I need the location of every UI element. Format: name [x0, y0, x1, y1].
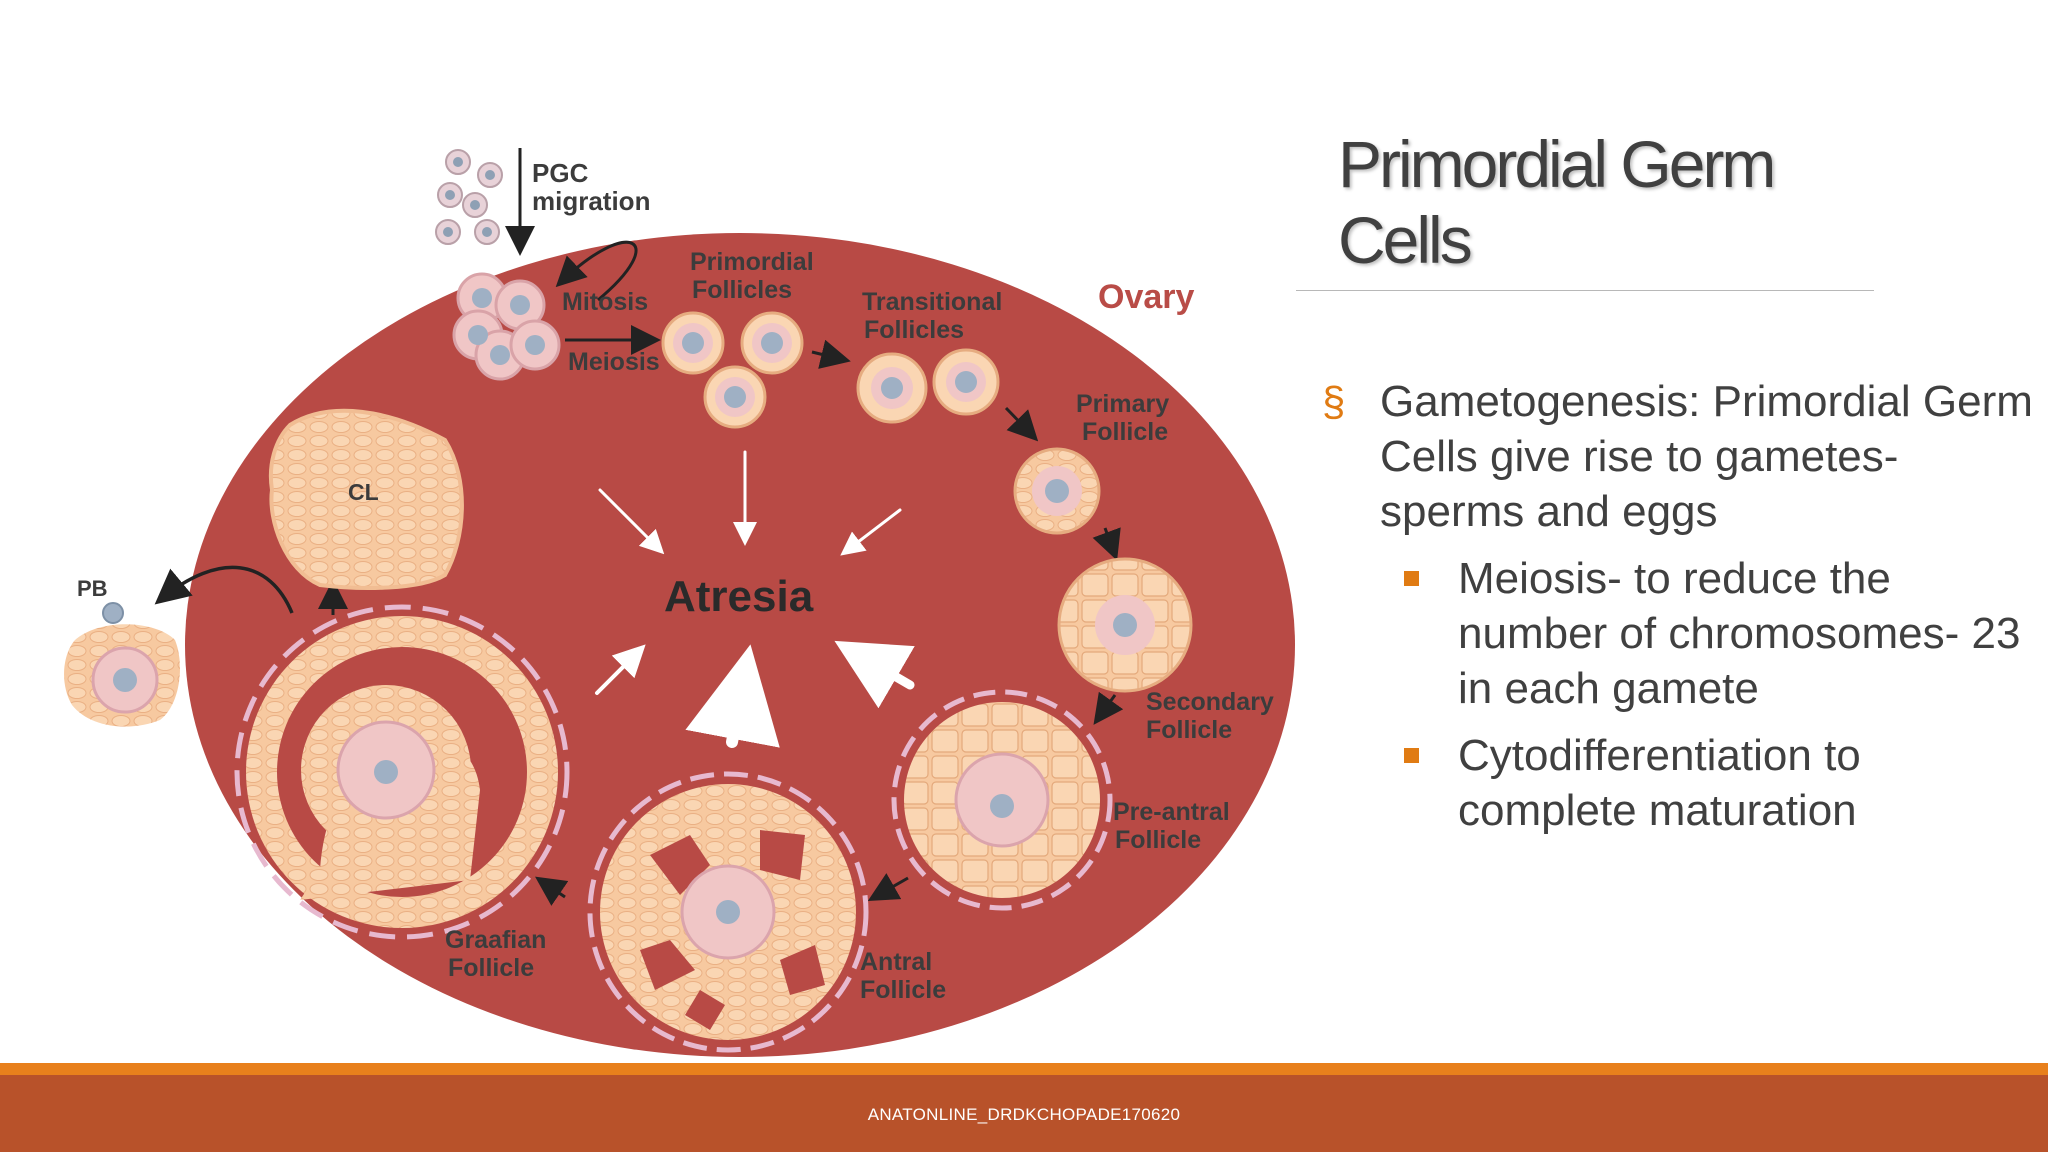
atresia-label: Atresia	[664, 572, 814, 621]
footer-text: ANATONLINE_DRDKCHOPADE170620	[867, 1105, 1181, 1124]
secondary-label-1: Secondary	[1146, 688, 1274, 716]
graafian-follicle	[234, 604, 570, 940]
antral-label-2: Follicle	[860, 976, 946, 1004]
migration-label: migration	[532, 186, 650, 216]
graafian-label-1: Graafian	[445, 926, 546, 954]
antral-label-1: Antral	[860, 948, 932, 976]
atresia-arrows	[595, 450, 915, 748]
ovulated-oocyte	[64, 602, 180, 727]
primary-to-secondary-arrow	[1092, 527, 1121, 561]
preantral-to-antral-arrow	[867, 873, 909, 901]
primordial-label-2: Follicles	[692, 276, 792, 304]
ovulation-arrow	[154, 565, 294, 614]
graafian-label-2: Follicle	[448, 954, 534, 982]
mitosis-cells	[452, 272, 561, 381]
meiosis-label: Meiosis	[568, 348, 660, 376]
antral-to-graafian-arrow	[535, 876, 569, 906]
mitosis-arrow	[555, 240, 638, 302]
title-divider	[1296, 290, 1874, 291]
pb-label: PB	[77, 576, 108, 601]
secondary-label-2: Follicle	[1146, 716, 1232, 744]
sub-bullet-item: Cytodifferentiation to complete maturati…	[1318, 728, 2038, 838]
corpus-luteum	[268, 408, 464, 590]
primordial-follicles	[661, 311, 804, 429]
pgc-label: PGC	[532, 158, 589, 188]
ovarian-cycle-diagram: PGC migration Mitosis Meiosis Primordial…	[64, 148, 1295, 1057]
ovary-label: Ovary	[1098, 278, 1194, 316]
footer-band	[0, 1075, 2048, 1152]
footer-accent-band	[0, 1063, 2048, 1075]
transitional-to-primary-arrow	[1004, 406, 1039, 442]
cl-label: CL	[348, 479, 379, 505]
primordial-label-1: Primordial	[690, 248, 814, 276]
sub-bullet-text: Cytodifferentiation to complete maturati…	[1458, 731, 1861, 835]
transitional-label-1: Transitional	[862, 288, 1002, 316]
secondary-to-preantral-arrow	[1093, 691, 1124, 725]
primordial-to-transitional-arrow	[811, 339, 851, 369]
transitional-follicles	[856, 348, 1000, 424]
primary-follicle	[1013, 447, 1101, 535]
bullet-text: Gametogenesis: Primordial Germ Cells giv…	[1380, 377, 2033, 536]
preantral-label-2: Follicle	[1115, 826, 1201, 854]
slide-title: Primordial Germ Cells	[1338, 127, 1776, 277]
section-marker-icon: §	[1322, 378, 1346, 425]
square-bullet-icon	[1404, 571, 1419, 586]
primary-label-2: Follicle	[1082, 418, 1168, 446]
mitosis-label: Mitosis	[562, 288, 648, 316]
sub-bullet-item: Meiosis- to reduce the number of chromos…	[1318, 551, 2038, 716]
secondary-follicle	[1057, 557, 1193, 693]
primary-label-1: Primary	[1076, 390, 1169, 418]
bullet-list: § Gametogenesis: Primordial Germ Cells g…	[1318, 374, 2038, 838]
preantral-follicle	[891, 689, 1113, 911]
antral-follicle	[587, 771, 869, 1053]
sub-bullet-text: Meiosis- to reduce the number of chromos…	[1458, 554, 2021, 713]
square-bullet-icon	[1404, 748, 1419, 763]
transitional-label-2: Follicles	[864, 316, 964, 344]
preantral-label-1: Pre-antral	[1113, 798, 1230, 826]
bullet-item: § Gametogenesis: Primordial Germ Cells g…	[1318, 374, 2038, 539]
